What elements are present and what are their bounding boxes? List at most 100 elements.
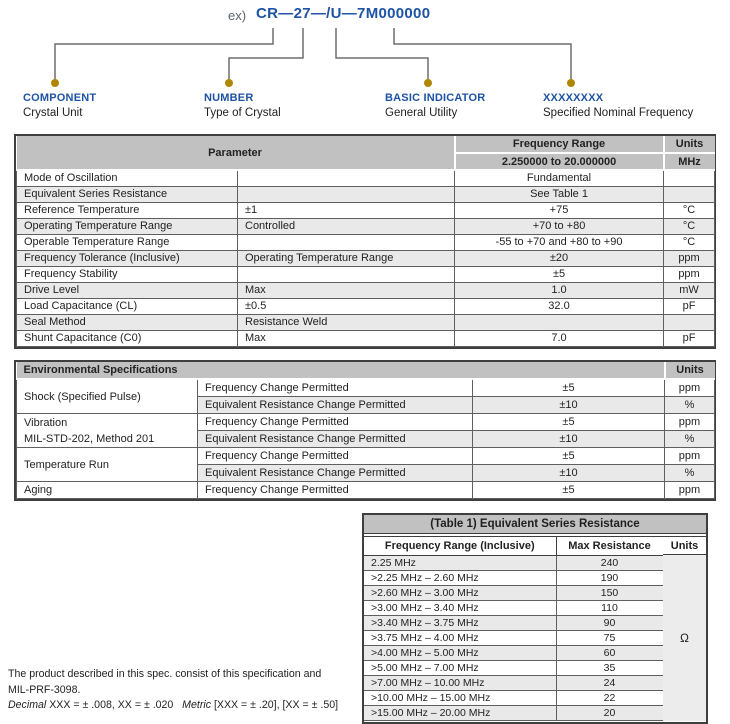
- parameter-row: Seal Method Resistance Weld: [16, 314, 716, 331]
- resistance-range-cell: >7.00 MHz – 10.00 MHz: [364, 674, 557, 691]
- env-desc-cell: Equivalent Resistance Change Permitted: [197, 430, 473, 448]
- resistance-range-cell: >3.75 MHz – 4.00 MHz: [364, 629, 557, 646]
- marker-dot-component: [51, 79, 59, 87]
- parameter-row: Load Capacitance (CL) ±0.5 32.0 pF: [16, 298, 716, 315]
- ohm-symbol: Ω: [663, 555, 706, 721]
- connector-line-component: [54, 28, 274, 80]
- connector-line-frequency: [393, 28, 572, 80]
- label-component: COMPONENT Crystal Unit: [23, 92, 96, 119]
- resistance-row: >3.40 MHz – 3.75 MHz 90: [364, 614, 664, 631]
- resistance-units-header: Units: [663, 537, 706, 555]
- resistance-max-cell: 150: [555, 584, 664, 601]
- env-group-vibration: Vibration MIL-STD-202, Method 201: [16, 413, 198, 448]
- marker-dot-basic-indicator: [424, 79, 432, 87]
- parameter-condition-cell: [236, 266, 456, 283]
- env-desc-cell: Frequency Change Permitted: [197, 481, 473, 499]
- label-basic-indicator-subtitle: General Utility: [385, 107, 458, 119]
- env-value-cell: ±10: [472, 430, 665, 448]
- env-row: Equivalent Resistance Change Permitted ±…: [17, 430, 715, 448]
- parameter-condition-cell: Max: [236, 282, 456, 299]
- env-group-name: Vibration: [24, 416, 68, 429]
- decimal-tolerance: XXX = ± .008, XX = ± .020: [46, 699, 183, 711]
- resistance-max-cell: 110: [555, 599, 664, 616]
- connector-lines: [51, 28, 575, 87]
- parameter-unit-cell: [663, 186, 716, 203]
- resistance-row: >7.00 MHz – 10.00 MHz 24: [364, 674, 664, 691]
- env-value-cell: ±5: [472, 447, 665, 465]
- parameter-condition-cell: Resistance Weld: [236, 314, 456, 331]
- resistance-range-cell: >2.60 MHz – 3.00 MHz: [364, 584, 557, 601]
- parameter-row: Shunt Capacitance (C0) Max 7.0 pF: [16, 330, 716, 347]
- label-number-subtitle: Type of Crystal: [204, 107, 281, 119]
- parameter-condition-cell: Controlled: [236, 218, 456, 235]
- env-unit-cell: %: [664, 464, 715, 482]
- resistance-table-body: 2.25 MHz 240 >2.25 MHz – 2.60 MHz 190 >2…: [364, 554, 664, 721]
- env-desc-cell: Frequency Change Permitted: [197, 447, 473, 465]
- resistance-range-cell: 2.25 MHz: [364, 554, 557, 571]
- resistance-range-cell: >3.40 MHz – 3.75 MHz: [364, 614, 557, 631]
- environmental-title: Environmental Specifications: [16, 362, 666, 380]
- parameter-row: Frequency Stability ±5 ppm: [16, 266, 716, 283]
- resistance-table-left: Frequency Range (Inclusive) Max Resistan…: [364, 537, 664, 721]
- parameter-row: Drive Level Max 1.0 mW: [16, 282, 716, 299]
- connector-line-basic-indicator: [335, 28, 429, 80]
- parameter-name-cell: Operating Temperature Range: [16, 218, 238, 235]
- env-group-temperature-run: Temperature Run: [16, 447, 198, 482]
- parameter-condition-cell: Operating Temperature Range: [236, 250, 456, 267]
- resistance-range-cell: >3.00 MHz – 3.40 MHz: [364, 599, 557, 616]
- parameter-value-cell: [454, 314, 665, 331]
- label-component-subtitle: Crystal Unit: [23, 107, 83, 119]
- parameter-header: Parameter: [16, 136, 456, 171]
- label-basic-indicator: BASIC INDICATOR General Utility: [385, 92, 485, 119]
- resistance-row: >5.00 MHz – 7.00 MHz 35: [364, 659, 664, 676]
- parameter-name-cell: Reference Temperature: [16, 202, 238, 219]
- parameter-value-cell: 1.0: [454, 282, 665, 299]
- resistance-row: >10.00 MHz – 15.00 MHz 22: [364, 689, 664, 706]
- parameter-unit-cell: [663, 169, 716, 187]
- parameter-row: Mode of Oscillation Fundamental: [16, 169, 716, 187]
- parameter-condition-cell: ±1: [236, 202, 456, 219]
- parameter-name-cell: Load Capacitance (CL): [16, 298, 238, 315]
- part-number-code: CR—27—/U—7M000000: [256, 5, 431, 22]
- parameter-value-cell: +70 to +80: [454, 218, 665, 235]
- parameter-name-cell: Operable Temperature Range: [16, 234, 238, 251]
- parameter-row: Operating Temperature Range Controlled +…: [16, 218, 716, 235]
- parameter-value-cell: Fundamental: [454, 169, 665, 187]
- footer-tolerance-line: Decimal XXX = ± .008, XX = ± .020 Metric…: [8, 698, 358, 714]
- resistance-range-cell: >2.25 MHz – 2.60 MHz: [364, 569, 557, 586]
- parameter-row: Frequency Tolerance (Inclusive) Operatin…: [16, 250, 716, 267]
- frequency-range-header: Frequency Range: [453, 136, 665, 154]
- env-value-cell: ±5: [472, 413, 665, 431]
- resistance-row: >2.60 MHz – 3.00 MHz 150: [364, 584, 664, 601]
- parameter-name-cell: Shunt Capacitance (C0): [16, 330, 238, 347]
- marker-dot-frequency: [567, 79, 575, 87]
- label-frequency-title: XXXXXXXX: [543, 92, 604, 104]
- footer-line-1: The product described in this spec. cons…: [8, 668, 322, 680]
- parameter-name-cell: Mode of Oscillation: [16, 169, 238, 187]
- parameter-condition-cell: Max: [236, 330, 456, 347]
- parameter-row: Reference Temperature ±1 +75 °C: [16, 202, 716, 219]
- environmental-units-header: Units: [663, 362, 715, 380]
- parameter-value-cell: 7.0: [454, 330, 665, 347]
- parameter-unit-cell: mW: [663, 282, 716, 299]
- parameter-unit-cell: °C: [663, 234, 716, 251]
- parameter-unit-cell: ppm: [663, 266, 716, 283]
- env-row: Vibration MIL-STD-202, Method 201 Freque…: [16, 413, 715, 448]
- resistance-max-cell: 240: [555, 554, 664, 571]
- env-unit-cell: ppm: [664, 413, 715, 431]
- parameter-unit-cell: pF: [663, 298, 716, 315]
- resistance-row: >4.00 MHz – 5.00 MHz 60: [364, 644, 664, 661]
- env-unit-cell: ppm: [664, 378, 715, 397]
- env-row: Equivalent Resistance Change Permitted ±…: [17, 464, 715, 482]
- env-value-cell: ±5: [472, 378, 665, 397]
- resistance-max-cell: 24: [555, 674, 664, 691]
- resistance-range-cell: >5.00 MHz – 7.00 MHz: [364, 659, 557, 676]
- resistance-table-title: (Table 1) Equivalent Series Resistance: [364, 515, 706, 534]
- env-value-cell: ±5: [472, 481, 665, 499]
- resistance-range-cell: >4.00 MHz – 5.00 MHz: [364, 644, 557, 661]
- parameter-value-cell: ±5: [454, 266, 665, 283]
- parameter-value-cell: ±20: [454, 250, 665, 267]
- resistance-row: >3.00 MHz – 3.40 MHz 110: [364, 599, 664, 616]
- parameter-table: Parameter Frequency Range Units 2.250000…: [14, 134, 716, 349]
